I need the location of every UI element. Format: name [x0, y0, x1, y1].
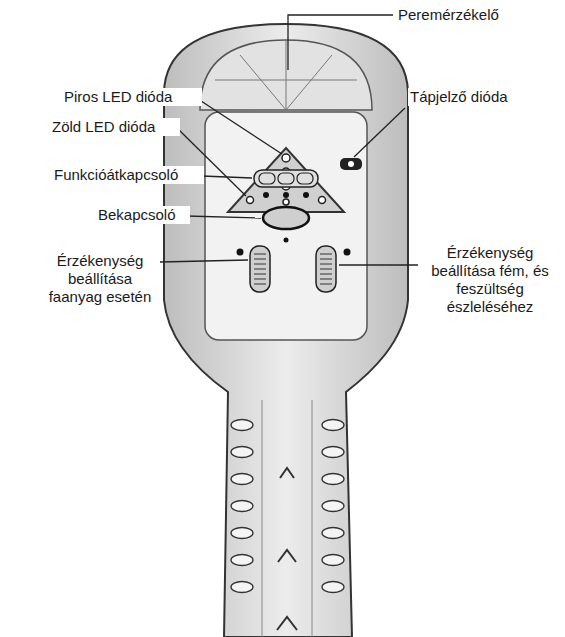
- led-triangle: [228, 148, 344, 212]
- handle-center: [262, 400, 312, 637]
- function-switch: [254, 170, 318, 187]
- edge-sensor-lines: [215, 40, 357, 110]
- metal-slider: [316, 246, 336, 292]
- front-panel: [205, 112, 367, 340]
- function-switch-segments: [259, 173, 313, 184]
- handle-grips: [231, 420, 344, 593]
- mode-dots: [263, 192, 309, 243]
- wood-slider: [250, 246, 270, 292]
- led-dots: [247, 154, 326, 205]
- part-label: Érzékenység beállítása faanyag esetén: [40, 252, 160, 306]
- power-button: [263, 207, 309, 229]
- power-indicator: [340, 158, 362, 170]
- part-label: Zöld LED dióda: [50, 118, 180, 136]
- part-label: Peremérzékelő: [396, 6, 546, 24]
- part-label: Funkcióátkapcsoló: [52, 166, 204, 184]
- slider-dots: [237, 249, 351, 256]
- power-indicator-lamp: [348, 161, 354, 167]
- part-label: Tápjelző dióda: [408, 88, 548, 106]
- device-housing: [164, 24, 408, 637]
- leader-lines: [160, 15, 418, 265]
- edge-sensor: [200, 40, 372, 110]
- part-label: Piros LED dióda: [62, 88, 202, 106]
- slider-ribs: [254, 254, 332, 284]
- part-label: Érzékenység beállítása fém, és feszültsé…: [421, 244, 559, 316]
- handle-arrows: [277, 468, 297, 630]
- part-label: Bekapcsoló: [96, 206, 190, 224]
